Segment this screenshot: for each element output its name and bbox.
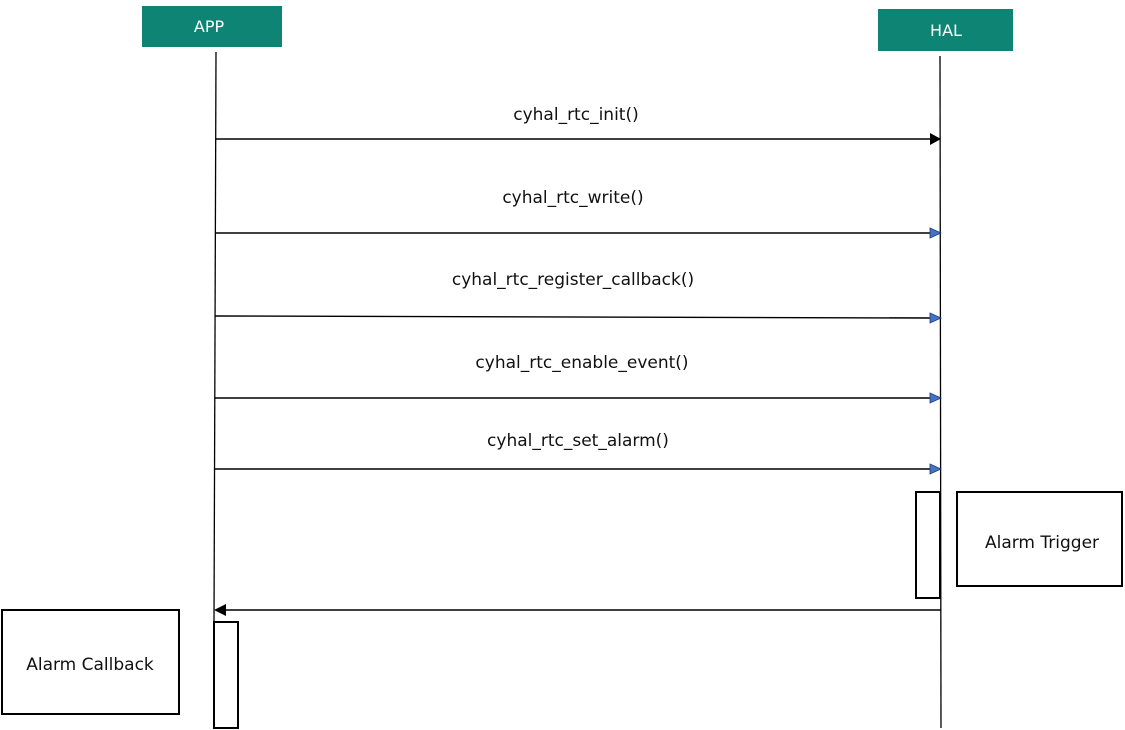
message-arrow-line <box>214 315 931 319</box>
note-alarm-callback-box <box>1 609 180 715</box>
message-init: cyhal_rtc_init() <box>216 105 941 145</box>
message-set-alarm: cyhal_rtc_set_alarm() <box>215 431 942 475</box>
message-return <box>214 604 941 616</box>
activation-bar-app <box>213 621 239 729</box>
participant-app-box <box>142 6 282 47</box>
arrowhead-filled-icon <box>930 133 941 145</box>
lifeline-app <box>213 51 217 623</box>
message-label: cyhal_rtc_init() <box>513 105 638 125</box>
participant-app: APP <box>142 6 282 47</box>
message-enable-event: cyhal_rtc_enable_event() <box>215 353 942 404</box>
arrowhead-filled-icon <box>214 604 226 616</box>
participant-hal-box <box>878 9 1013 51</box>
message-register-callback: cyhal_rtc_register_callback() <box>214 270 942 324</box>
message-write: cyhal_rtc_write() <box>215 188 942 239</box>
note-alarm-callback: Alarm Callback <box>1 609 180 715</box>
message-label: cyhal_rtc_enable_event() <box>475 353 688 373</box>
note-alarm-trigger-label: Alarm Trigger <box>985 533 1099 553</box>
arrowhead-blue-icon <box>929 227 942 239</box>
arrowhead-blue-icon <box>929 392 942 404</box>
message-label: cyhal_rtc_register_callback() <box>452 270 694 290</box>
message-label: cyhal_rtc_set_alarm() <box>487 431 669 451</box>
note-alarm-callback-label: Alarm Callback <box>26 655 154 675</box>
note-alarm-trigger-box <box>956 491 1123 587</box>
lifeline-hal <box>939 55 942 729</box>
arrowhead-blue-icon <box>929 463 942 475</box>
participant-app-label: APP <box>194 17 225 36</box>
participant-hal: HAL <box>878 9 1013 51</box>
participant-hal-label: HAL <box>930 21 962 40</box>
note-alarm-trigger: Alarm Trigger <box>956 491 1123 587</box>
activation-bar-hal <box>915 491 941 599</box>
message-label: cyhal_rtc_write() <box>502 188 643 208</box>
arrowhead-blue-icon <box>929 312 942 324</box>
